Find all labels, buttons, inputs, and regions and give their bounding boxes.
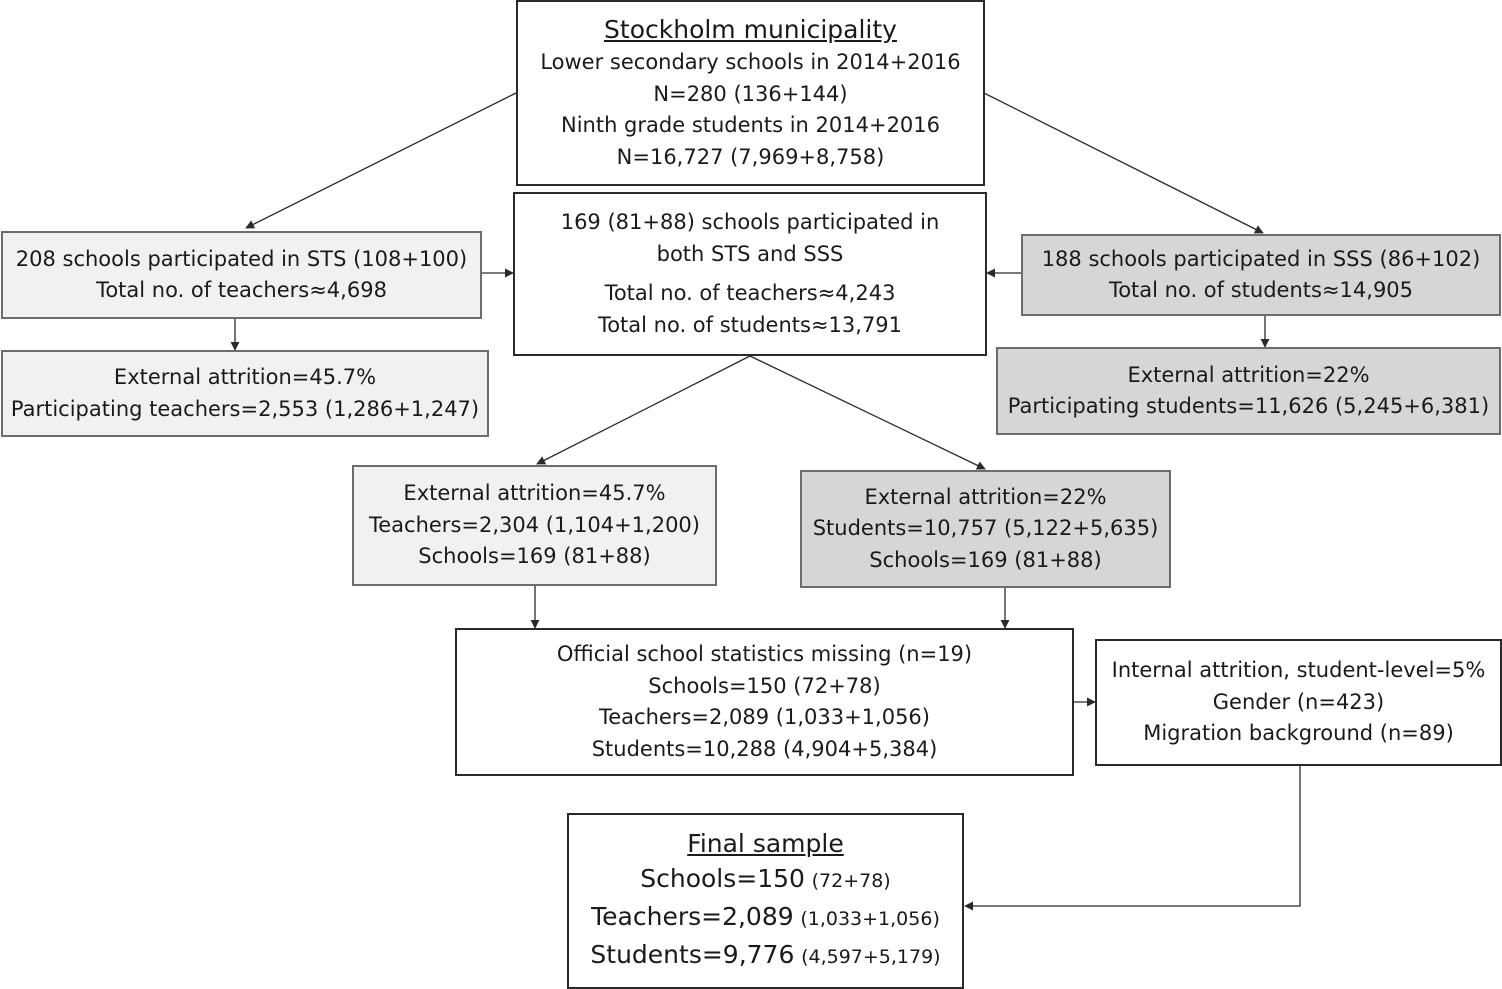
teacher-attrition-box: External attrition=45.7% Teachers=2,304 … [352, 465, 717, 586]
sts-attrition-box: External attrition=45.7% Participating t… [1, 350, 489, 437]
both-line: 169 (81+88) schools participated in [560, 210, 940, 234]
official-stats-line: Students=10,288 (4,904+5,384) [591, 736, 938, 761]
teacher-attrition-line: Teachers=2,304 (1,104+1,200) [368, 512, 700, 537]
sts-box: 208 schools participated in STS (108+100… [1, 231, 482, 319]
student-attrition-line: Schools=169 (81+88) [869, 547, 1102, 572]
final-sample-row: Teachers=2,089 (1,033+1,056) [591, 899, 940, 937]
teacher-attrition-line: External attrition=45.7% [403, 481, 666, 506]
sss-attrition-line: External attrition=22% [1127, 362, 1370, 387]
final-sample-box: Final sample Schools=150 (72+78) Teacher… [567, 813, 964, 989]
student-attrition-box: External attrition=22% Students=10,757 (… [800, 470, 1171, 588]
municipality-box: Stockholm municipality Lower secondary s… [516, 0, 985, 186]
arrow-municipality-to-sss [983, 92, 1264, 234]
student-attrition-line: External attrition=22% [864, 484, 1107, 509]
arrow-both-to-student-attrition [749, 355, 986, 470]
municipality-line: Ninth grade students in 2014+2016 [560, 113, 941, 137]
final-sample-title: Final sample [687, 829, 844, 858]
both-line: Total no. of students≈13,791 [597, 312, 903, 337]
both-line: both STS and SSS [656, 241, 844, 266]
internal-attrition-line: Internal attrition, student-level=5% [1111, 658, 1486, 683]
final-sample-detail: (4,597+5,179) [801, 946, 941, 968]
sss-line: Total no. of students≈14,905 [1108, 278, 1414, 302]
municipality-line: N=16,727 (7,969+8,758) [616, 144, 885, 169]
final-sample-detail: (1,033+1,056) [800, 908, 940, 930]
sts-line: 208 schools participated in STS (108+100… [15, 246, 468, 271]
final-sample-main: Teachers=2,089 [591, 902, 794, 931]
official-stats-box: Official school statistics missing (n=19… [455, 628, 1074, 776]
sts-line: Total no. of teachers≈4,698 [96, 278, 387, 302]
teacher-attrition-line: Schools=169 (81+88) [418, 544, 651, 569]
final-sample-main: Students=9,776 [590, 940, 795, 969]
sts-attrition-line: Participating teachers=2,553 (1,286+1,24… [10, 396, 480, 421]
internal-attrition-line: Migration background (n=89) [1143, 721, 1454, 746]
arrow-internal-to-final [964, 766, 1301, 911]
sss-attrition-box: External attrition=22% Participating stu… [996, 347, 1501, 435]
sss-line: 188 schools participated in SSS (86+102) [1041, 246, 1481, 271]
sss-attrition-line: Participating students=11,626 (5,245+6,3… [1007, 394, 1490, 418]
student-attrition-line: Students=10,757 (5,122+5,635) [812, 516, 1159, 541]
sts-attrition-line: External attrition=45.7% [113, 365, 377, 389]
final-sample-row: Schools=150 (72+78) [640, 861, 890, 899]
both-box: 169 (81+88) schools participated in both… [513, 192, 987, 356]
municipality-line: N=280 (136+144) [653, 81, 848, 106]
internal-attrition-box: Internal attrition, student-level=5% Gen… [1095, 639, 1502, 766]
arrow-municipality-to-sts [245, 92, 517, 229]
municipality-line: Lower secondary schools in 2014+2016 [540, 50, 961, 74]
official-stats-line: Schools=150 (72+78) [648, 673, 881, 698]
internal-attrition-line: Gender (n=423) [1212, 689, 1385, 714]
final-sample-row: Students=9,776 (4,597+5,179) [590, 937, 940, 975]
sss-box: 188 schools participated in SSS (86+102)… [1021, 234, 1501, 316]
both-line: Total no. of teachers≈4,243 [604, 281, 896, 305]
final-sample-detail: (72+78) [811, 870, 891, 892]
arrow-both-to-teacher-attrition [536, 355, 751, 465]
official-stats-line: Official school statistics missing (n=19… [556, 642, 973, 666]
municipality-title: Stockholm municipality [604, 15, 897, 44]
official-stats-line: Teachers=2,089 (1,033+1,056) [598, 705, 930, 729]
final-sample-main: Schools=150 [640, 864, 805, 893]
